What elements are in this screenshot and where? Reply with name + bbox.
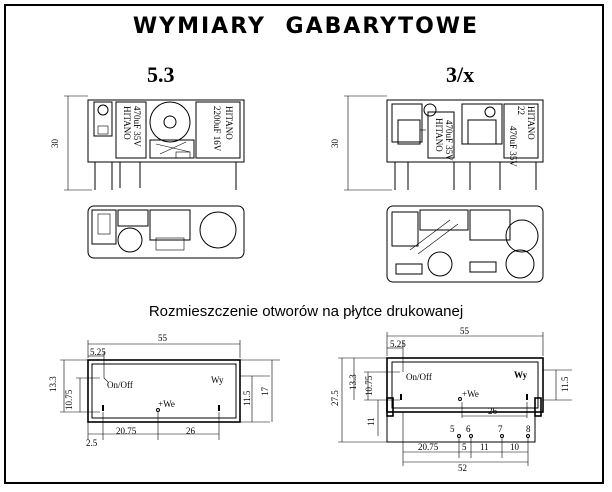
pcb-left-bottom-b: 20.75 (116, 426, 137, 436)
pcb-right-mid: 26 (488, 406, 498, 416)
pcb-right-bottom-c: 11 (480, 442, 489, 452)
section-subtitle: Rozmieszczenie otworów na płytce drukowa… (148, 303, 464, 320)
pcb-right-we: +We (462, 389, 479, 399)
pcb-left-on-off: On/Off (107, 380, 133, 390)
right-cap-left-brand: HITANO (434, 118, 444, 152)
top-view-right (386, 205, 544, 283)
pcb-right-bottom-a: 20.75 (418, 442, 439, 452)
side-view-left: 470uF 35V HITANO HITANO 2200uF 16V 30 (50, 95, 245, 191)
pcb-right-offset-top: 5.25 (390, 339, 406, 349)
pcb-right-pin-8: 8 (526, 424, 531, 434)
pcb-right-bottom-total: 52 (458, 463, 467, 473)
right-cap-number: 22 (516, 106, 526, 115)
pcb-right-height-a: 13.3 (348, 374, 358, 390)
pcb-right-pin-5: 5 (450, 424, 455, 434)
pcb-right-bottom-b: 5 (462, 442, 467, 452)
pcb-right-wy: Wy (514, 370, 528, 380)
top-view-left (87, 205, 245, 259)
right-cap-left-label: 470uF 35V (444, 120, 454, 161)
pcb-right-width: 55 (460, 326, 470, 336)
pcb-left-wy: Wy (211, 375, 224, 385)
left-cap-small-label: 470uF 35V (132, 106, 142, 147)
pcb-layout-left: 55 5.25 On/Off Wy +We 13.3 10.75 11.5 17 (48, 333, 280, 448)
pcb-left-height-outer: 13.3 (48, 376, 58, 392)
pcb-right-on-off: On/Off (406, 372, 432, 382)
pcb-left-we: +We (158, 399, 175, 409)
pcb-left-bottom-c: 26 (186, 426, 196, 436)
pcb-left-width: 55 (158, 333, 168, 343)
pcb-layout-right: 55 5.25 On/Off Wy +We 27.5 13.3 10.75 11… (330, 326, 572, 473)
pcb-left-bottom-a: 2.5 (86, 438, 98, 448)
page-frame (4, 4, 604, 484)
pcb-right-pin-7: 7 (498, 424, 503, 434)
left-height-dimension: 30 (50, 139, 60, 149)
left-cap-large-label: 2200uF 16V (212, 106, 222, 152)
pcb-right-right-inner: 11.5 (560, 376, 570, 392)
pcb-left-right-inner: 11.5 (242, 390, 252, 406)
pcb-right-bottom-d: 10 (510, 442, 520, 452)
pcb-left-offset-top: 5.25 (90, 347, 106, 357)
right-cap-right-brand: HITANO (526, 106, 536, 140)
left-cap-small-brand: HITANO (122, 106, 132, 140)
side-view-right: 470uF 35V HITANO HITANO 22 470uF 35V 30 (330, 95, 544, 191)
pcb-right-height-outer: 27.5 (330, 390, 340, 406)
left-cap-large-brand: HITANO (224, 106, 234, 140)
pcb-left-height-inner: 10.75 (64, 389, 74, 410)
pcb-right-pin-6: 6 (466, 424, 471, 434)
right-height-dimension: 30 (330, 139, 340, 149)
page-title: WYMIARY GABARYTOWE (132, 14, 480, 39)
right-cap-right-label: 470uF 35V (508, 126, 518, 167)
variant-label-right: 3/x (446, 62, 475, 87)
variant-label-left: 5.3 (147, 62, 175, 87)
pcb-left-right-outer: 17 (260, 387, 270, 397)
pcb-right-left-low: 11 (366, 417, 376, 426)
pcb-right-height-b: 10.75 (364, 375, 374, 396)
